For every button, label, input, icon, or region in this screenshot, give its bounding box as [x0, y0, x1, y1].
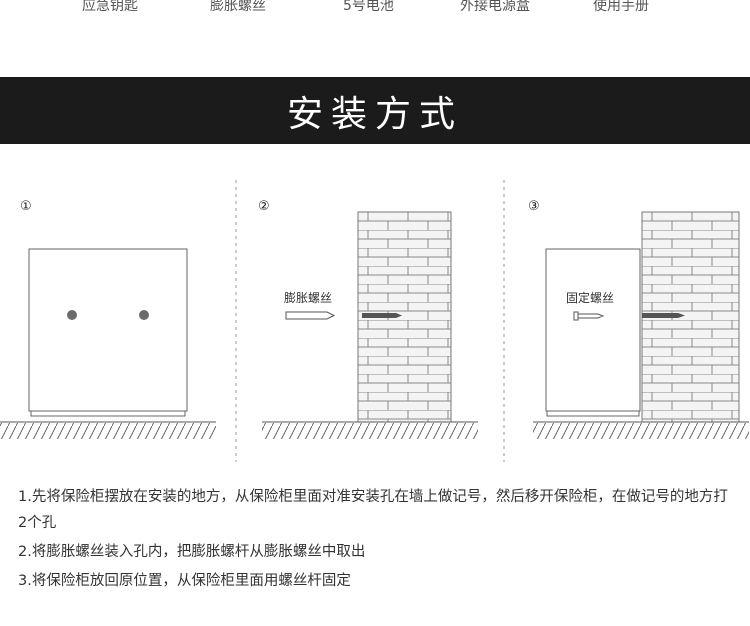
installation-steps-illustration: ① ② 膨胀螺丝 ③ 固定螺丝: [0, 180, 749, 462]
safe-box: [28, 248, 188, 412]
floor-hatch: [533, 423, 749, 439]
section-banner: 安装方式: [0, 77, 750, 144]
fixing-screw-icon: [573, 311, 579, 321]
step-1: ①: [0, 199, 216, 439]
mounting-hole-marker: [139, 310, 149, 320]
step-3: ③ 固定螺丝: [528, 199, 749, 439]
installation-instructions: 1.先将保险柜摆放在安装的地方，从保险柜里面对准安装孔在墙上做记号，然后移开保险…: [18, 484, 734, 597]
safe-base: [30, 410, 186, 417]
step-number: ①: [20, 199, 32, 214]
section-title: 安装方式: [286, 93, 463, 135]
part-label: 固定螺丝: [566, 290, 614, 305]
safe-base: [546, 410, 640, 417]
accessory-labels: 应急钥匙 膨胀螺丝 5号电池 外接电源盒 使用手册: [0, 0, 750, 20]
instruction-step-1: 1.先将保险柜摆放在安装的地方，从保险柜里面对准安装孔在墙上做记号，然后移开保险…: [18, 489, 728, 531]
instruction-step-2: 2.将膨胀螺丝装入孔内，把膨胀螺杆从膨胀螺丝中取出: [18, 544, 366, 560]
accessory-label-emergency-key: 应急钥匙: [82, 0, 138, 14]
step-number: ②: [258, 199, 270, 214]
mounting-hole-marker: [67, 310, 77, 320]
accessory-label-power-box: 外接电源盒: [460, 0, 530, 14]
safe-box: [545, 248, 641, 412]
accessory-label-manual: 使用手册: [593, 0, 649, 14]
step-2: ② 膨胀螺丝: [258, 199, 478, 439]
expansion-screw-icon: [285, 311, 336, 320]
part-label: 膨胀螺丝: [284, 291, 332, 305]
step-number: ③: [528, 199, 540, 214]
screw-in-wall-icon: [362, 313, 402, 318]
fixing-screw-shaft: [577, 313, 605, 319]
instruction-step-3: 3.将保险柜放回原位置，从保险柜里面用螺丝杆固定: [18, 573, 351, 589]
floor-hatch: [262, 423, 478, 439]
floor-hatch: [0, 423, 216, 439]
accessory-label-battery: 5号电池: [343, 0, 394, 14]
accessory-label-expansion-screw: 膨胀螺丝: [210, 0, 266, 14]
screw-in-wall-icon: [642, 313, 685, 318]
